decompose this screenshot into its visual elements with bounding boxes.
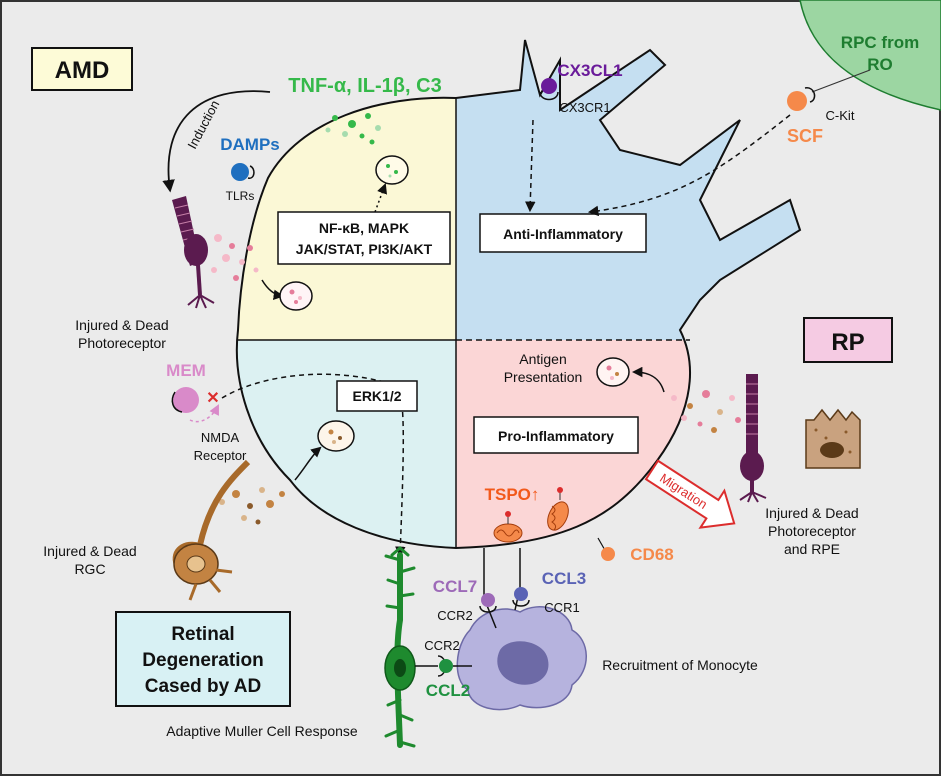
cx3cl1-label: CX3CL1 [557, 61, 622, 80]
antigen-line1: Antigen [519, 351, 566, 367]
pro-inflammatory-box [473, 416, 639, 454]
mem-label: MEM [166, 361, 206, 380]
cd68-marker [601, 547, 615, 561]
ckit-stalk [811, 69, 871, 93]
pro-inflammatory-label: Pro-Inflammatory [498, 428, 614, 444]
anti-inflammatory-label: Anti-Inflammatory [503, 226, 623, 242]
injured-photoreceptor-line2: Photoreceptor [78, 335, 166, 351]
phagosome-amd [279, 281, 313, 311]
mem-block-arrow [189, 404, 219, 423]
injured-photoreceptor-rp [739, 374, 767, 503]
nfkb-box [277, 211, 451, 265]
antigen-line2: Presentation [504, 369, 583, 385]
induction-arrow [162, 90, 271, 193]
cytokine-dots [325, 113, 381, 145]
damps-label: DAMPs [220, 135, 280, 154]
amd-box [31, 47, 133, 91]
antigen-vesicle [596, 357, 630, 387]
retinal-line3: Cased by AD [145, 676, 262, 697]
cytokine-vesicle [375, 155, 409, 185]
ccr1-receptor [512, 599, 530, 607]
nfkb-line1: NF-κB, MAPK [319, 220, 409, 236]
scf-ligand [787, 91, 807, 111]
nmda-line2: Receptor [194, 448, 247, 463]
erk-pathway-arrow [221, 373, 406, 558]
rp-box [803, 317, 893, 363]
tspo-label: TSPO↑ [485, 485, 540, 504]
rgc-debris [219, 487, 285, 525]
injured-rgc [172, 459, 251, 601]
scf-label: SCF [787, 126, 823, 146]
erk-box [336, 380, 418, 412]
monocyte-nucleus [497, 641, 549, 685]
ccl2-label: CCL2 [426, 681, 470, 700]
muller-nucleus [394, 659, 406, 677]
injured-photoreceptor-line1: Injured & Dead [75, 317, 168, 333]
nmda-line1: NMDA [201, 430, 240, 445]
injured-rpe-line2: Photoreceptor [768, 523, 856, 539]
erk-label: ERK1/2 [352, 388, 401, 404]
rpc-label-line2: RO [867, 55, 893, 74]
cx3cl1-to-anti-arrow [525, 119, 536, 213]
recruitment-label: Recruitment of Monocyte [602, 657, 758, 673]
retinal-line1: Retinal [171, 624, 234, 645]
tlrs-label: TLRs [226, 189, 255, 203]
ccl7-label: CCL7 [433, 577, 477, 596]
ckit-label: C-Kit [826, 108, 855, 123]
photoreceptor-debris-amd [211, 234, 259, 281]
ccr2-label-b: CCR2 [424, 638, 459, 653]
nfkb-line2: JAK/STAT, PI3K/AKT [296, 241, 433, 257]
mitochondria [493, 487, 569, 543]
muller-label: Adaptive Muller Cell Response [166, 723, 358, 739]
cx3cr1-label: CX3CR1 [559, 100, 610, 115]
ccl2-ligand [439, 659, 453, 673]
ckit-receptor [804, 87, 816, 103]
injured-photoreceptor-amd [172, 196, 215, 309]
tlr-receptor [247, 165, 255, 179]
ccr2-label-a: CCR2 [437, 608, 472, 623]
phagocytosis-arrow-ad [294, 446, 322, 481]
damps-ligand [231, 163, 249, 181]
ccr1-label: CCR1 [544, 600, 579, 615]
ccl7-ligand [481, 593, 495, 607]
nmda-receptor [171, 391, 183, 413]
mem-molecule [173, 387, 199, 413]
tnf-il1b-c3-label: TNF-α, IL-1β, C3 [288, 75, 441, 97]
ccr2-receptor-a [479, 605, 497, 613]
microglia-outline [235, 39, 802, 550]
cx3cl1-ligand [541, 78, 557, 94]
ccl3-ligand [514, 587, 528, 601]
amd-label: AMD [55, 57, 110, 84]
rpc-label-line1: RPC from [841, 33, 919, 52]
injured-rpe-line3: and RPE [784, 541, 840, 557]
anti-inflammatory-box [479, 213, 647, 253]
injured-rpe-cell [805, 408, 861, 469]
retinal-degeneration-box [115, 611, 291, 707]
inhibition-mark: ✕ [206, 390, 219, 407]
injured-rpe-line1: Injured & Dead [765, 505, 858, 521]
rp-label: RP [831, 329, 864, 356]
antigen-arrow [631, 366, 665, 393]
injured-rgc-line2: RGC [74, 561, 105, 577]
rpc-region [799, 0, 941, 111]
scf-to-anti-arrow [587, 114, 791, 217]
ccl3-label: CCL3 [542, 569, 586, 588]
injured-rgc-line1: Injured & Dead [43, 543, 136, 559]
retinal-line2: Degeneration [142, 650, 263, 671]
photoreceptor-debris-rp [671, 390, 741, 433]
phagosome-ad [317, 420, 355, 452]
cx3cr1-receptor [539, 91, 559, 101]
cd68-label: CD68 [630, 545, 673, 564]
